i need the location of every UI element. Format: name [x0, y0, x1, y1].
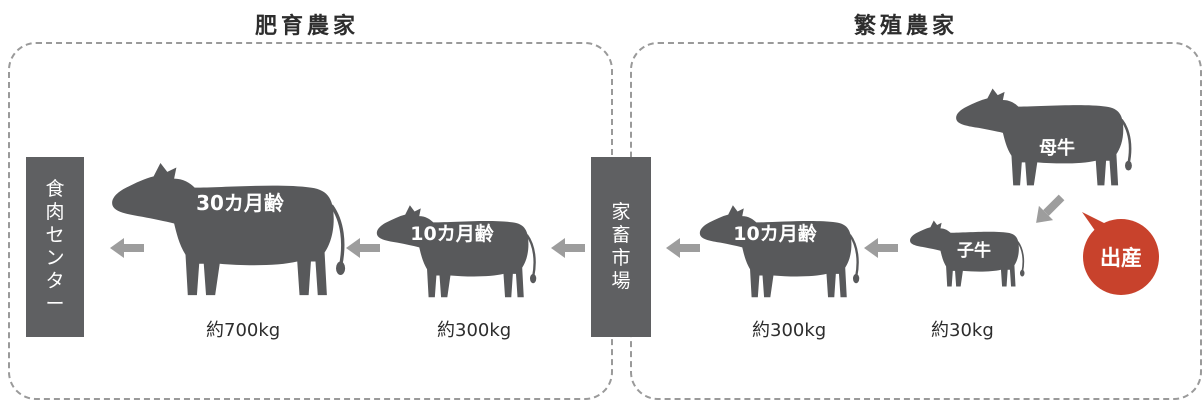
cow-10-months-breeding-icon	[698, 204, 861, 299]
cow-30-months-label: 30カ月齢	[196, 191, 285, 215]
breeding-farm-title: 繁殖農家	[854, 14, 959, 39]
cow-10-months-fattening-label: 10カ月齢	[410, 222, 494, 245]
weight-10-months-fattening: 約300kg	[437, 320, 512, 341]
arrow-to-market-icon	[666, 238, 700, 258]
meat-center-label: 食肉センター	[26, 157, 84, 337]
weight-calf: 約30kg	[931, 320, 994, 341]
arrow-to-meat-center-icon	[110, 238, 144, 258]
cow-30-months-icon	[110, 161, 347, 297]
livestock-market-label: 家畜市場	[591, 157, 651, 337]
weight-30-months: 約700kg	[206, 320, 281, 341]
birth-badge: 出産	[1082, 212, 1159, 295]
cow-10-months-breeding-label: 10カ月齢	[733, 222, 817, 245]
fattening-farm-title: 肥育農家	[255, 14, 360, 39]
calf-label: 子牛	[957, 240, 991, 261]
svg-text:出産: 出産	[1100, 246, 1142, 270]
mother-cow-label: 母牛	[1039, 137, 1075, 159]
weight-10-months-breeding: 約300kg	[752, 320, 827, 341]
arrow-fattening-from-market-icon	[551, 238, 585, 258]
arrow-to-10-months-breeding-icon	[864, 238, 898, 258]
mother-cow-icon	[954, 87, 1134, 187]
cow-10-months-fattening-icon	[375, 204, 538, 299]
arrow-mother-to-calf-icon	[1036, 194, 1065, 223]
arrow-to-30-months-icon	[346, 238, 380, 258]
